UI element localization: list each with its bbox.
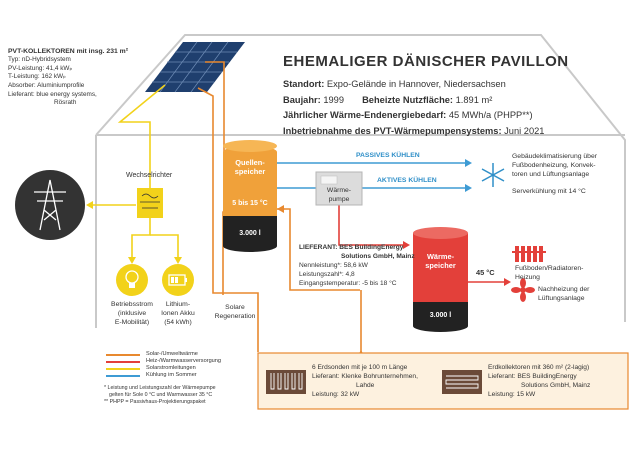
collector-heading: PVT-KOLLEKTOREN mit insg. 231 m² [8,48,128,55]
pavilion-outline [95,34,626,328]
arrow-to-battery [174,257,182,264]
arrow-passive-cooling [465,159,472,167]
building-climate-text: Gebäudeklimatisierung über Fußbodenheizu… [512,153,598,179]
collector-supplier-city: Rösrath [54,99,77,107]
heat-tank [413,227,468,332]
floor-area-label: Beheizte Nutzfläche: [362,94,454,105]
legend-solar-heat: Solar-/Umweltwärme [146,351,198,357]
page-title: EHEMALIGER DÄNISCHER PAVILLON [283,53,569,70]
source-tank [223,140,277,252]
arrow-to-operating [128,257,136,264]
active-cooling-label: AKTIVES KÜHLEN [377,177,437,184]
heat-tank-temp: 45 °C [476,268,495,277]
heat-pump-label: Wärme- pumpe [326,187,352,204]
solar-power-lines [92,84,179,258]
ground-probes-text: 6 Erdsonden mit je 100 m Länge Lieferant… [312,364,418,398]
lightbulb-icon [116,264,148,296]
footnotes: * Leistung und Leistungszahl der Wärmepu… [104,385,216,405]
commissioning-label: Inbetriebnahme des PVT-Wärmepumpensystem… [283,125,502,136]
operating-power-label: Betriebsstrom (inklusive E-Mobilität) [111,301,153,327]
ground-probes-icon [266,370,306,394]
legend: Solar-/Umweltwärme Heiz-/Warmwasserverso… [146,351,221,379]
arrow-to-grid [86,201,93,209]
passive-cooling-label: PASSIVES KÜHLEN [356,152,420,159]
legend-solar-power: Solarstromleitungen [146,365,196,371]
heat-tank-volume: 3.000 l [429,312,452,319]
collector-thermal-power: T-Leistung: 162 kWₚ [8,73,66,81]
ventilation-text: Nachheizung der Lüftungsanlage [538,286,590,303]
inverter-icon [137,188,163,218]
inverter-label: Wechselrichter [126,172,173,179]
legend-cooling: Kühlung im Sommer [146,372,197,378]
battery-label: Lithium- Ionen Akku (54 kWh) [161,301,195,327]
floor-area-value: 1.891 m² [455,94,493,105]
collector-absorber: Absorber: Aluminiumprofile [8,82,85,90]
ventilation-fan-icon [511,278,535,302]
year-label: Baujahr: [283,94,321,105]
source-tank-label: Quellen- speicher [234,158,266,176]
ground-collectors-text: Erdkollektoren mit 360 m² (2-lagig) Lief… [488,364,591,398]
heating-lines [338,205,505,283]
ground-collectors-icon [442,370,482,394]
heat-tank-label: Wärme- speicher [425,252,456,270]
source-tank-volume: 3.000 l [239,230,261,237]
pavilion-info: Standort: Expo-Gelände in Hannover, Nied… [283,77,544,139]
source-tank-temp: 5 bis 15 °C [232,200,268,207]
floor-heating-text: Fußboden/Radiatoren- Heizung [515,265,584,282]
year-value: 1999 [323,94,344,105]
heat-demand-label: Jährlicher Wärme-Endenergiebedarf: [283,110,447,120]
snowflake-icon [481,163,505,187]
location-label: Standort: [283,79,325,89]
battery-icon [162,264,194,296]
cooling-lines [277,162,465,189]
radiator-icon [512,246,546,262]
legend-heating: Heiz-/Warmwasserversorgung [146,358,222,364]
collector-type: Typ: nD-Hybridsystem [8,56,71,64]
collector-supplier: Lieferant: blue energy systems, [8,90,97,98]
arrow-heat-from-source [277,205,284,213]
location-value: Expo-Gelände in Hannover, Niedersachsen [326,79,506,89]
collector-pv-power: PV-Leistung: 41,4 kWₚ [8,64,73,72]
solar-regeneration-label: Solare Regeneration [214,304,256,321]
power-pylon-icon [15,170,85,240]
heat-pump-unit [315,171,363,206]
collector-info: PVT-KOLLEKTOREN mit insg. 231 m² Typ: nD… [8,47,128,108]
heat-demand-value: 45 MWh/a (PHPP**) [448,110,533,120]
heat-pump-supplier: LIEFERANT: BES BuildingEnergy Solutions … [299,244,415,287]
arrow-active-cooling [465,184,472,192]
pvt-collector-panel [145,41,245,93]
server-cooling-text: Serverkühlung mit 14 °C [512,188,586,195]
arrow-to-heat-tank [403,241,410,249]
commissioning-value: Juni 2021 [504,125,545,136]
arrow-to-heating [504,278,511,286]
legend-lines [106,354,140,377]
